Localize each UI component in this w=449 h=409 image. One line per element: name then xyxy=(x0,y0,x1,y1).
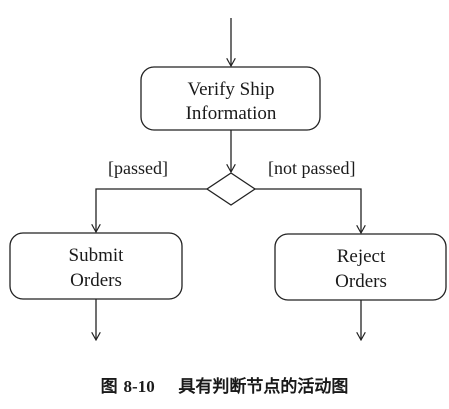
caption-text: 具有判断节点的活动图 xyxy=(178,377,349,397)
action-node-submit-orders: Submit Orders xyxy=(9,232,183,300)
decision-node xyxy=(205,172,257,206)
guard-not-passed: [not passed] xyxy=(268,158,355,178)
flow-decision-to-submit xyxy=(96,188,207,232)
verify-label-line1: Verify Ship xyxy=(187,79,274,100)
action-node-verify-ship-information: Verify Ship Information xyxy=(140,66,321,131)
verify-label-line2: Information xyxy=(186,103,277,124)
flow-decision-to-reject xyxy=(255,188,361,233)
action-node-reject-orders: Reject Orders xyxy=(274,233,447,301)
submit-label-line2: Orders xyxy=(70,270,122,291)
reject-label-line1: Reject xyxy=(337,246,386,267)
caption-number: 8-10 xyxy=(123,377,155,396)
reject-label-line2: Orders xyxy=(335,271,387,292)
caption-prefix: 图 xyxy=(100,377,118,397)
submit-label-line1: Submit xyxy=(69,245,125,266)
guard-passed: [passed] xyxy=(108,158,168,178)
figure-caption: 图 8-10 具有判断节点的活动图 xyxy=(0,372,449,397)
